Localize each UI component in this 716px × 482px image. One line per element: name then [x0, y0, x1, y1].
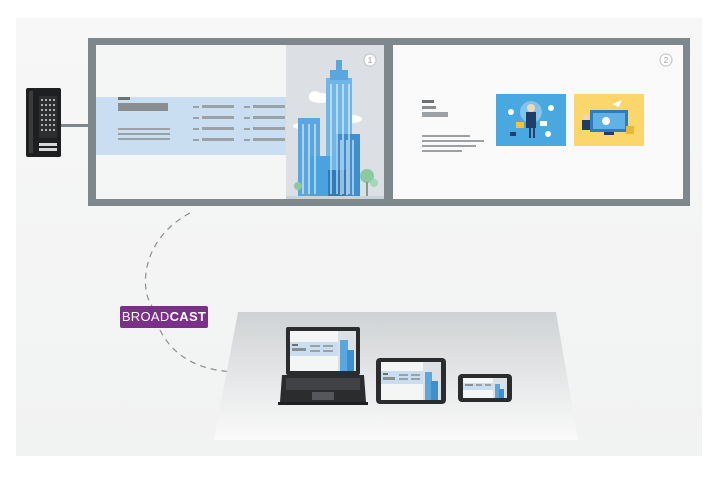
broadcast-path — [144, 212, 241, 373]
screen-2-number: 2 — [664, 56, 669, 65]
support-illustration — [574, 94, 644, 146]
tablet-icon — [376, 358, 446, 404]
city-illustration — [286, 45, 384, 199]
device-connector — [61, 124, 89, 127]
broadcast-label-part1: BROAD — [121, 309, 170, 324]
screen-1: 1 — [96, 45, 384, 199]
phone-icon — [458, 374, 512, 402]
laptop-icon — [278, 327, 368, 405]
broadcast-label: BROADCAST — [120, 306, 208, 328]
screen-number-badge — [659, 53, 673, 67]
screen-2: 2 — [393, 45, 683, 199]
business-illustration — [496, 94, 566, 146]
broadcast-label-part2: CAST — [169, 309, 207, 324]
video-controller-icon — [26, 88, 61, 157]
screen-1-number: 1 — [368, 56, 373, 65]
screen-number-badge — [363, 53, 377, 67]
